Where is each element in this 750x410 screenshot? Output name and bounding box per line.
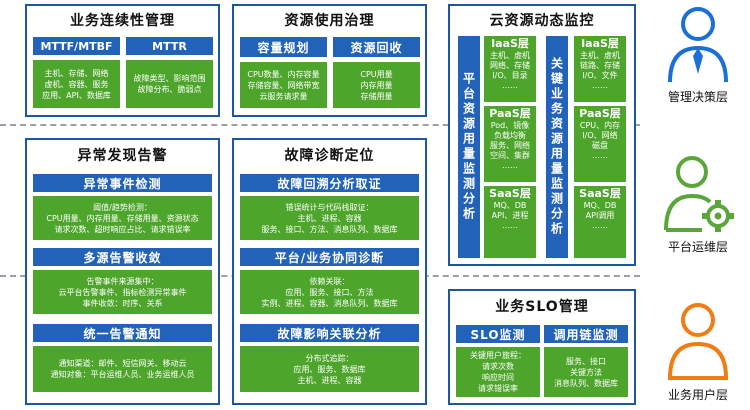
- alert-panel: 异常发现告警 异常事件检测 阈值/趋势检测： CPU用量、内存用量、存储用量、资…: [25, 138, 220, 405]
- diagnosis-panel: 故障诊断定位 故障回溯分析取证 错误统计与代码栈取证： 主机、进程、容器 服务、…: [232, 138, 427, 405]
- anomaly-detection-content: 阈值/趋势检测： CPU用量、内存用量、存储用量、资源状态 请求次数、超时响应占…: [33, 196, 212, 240]
- fault-trace-header: 故障回溯分析取证: [240, 174, 419, 192]
- mttr-header: MTTR: [126, 37, 213, 55]
- user-role: 业务用户层: [650, 296, 746, 408]
- business-continuity-panel: 业务连续性管理 MTTF/MTBF MTTR 主机、存储、网络 虚机、容器、服务…: [25, 4, 220, 117]
- slo-monitor-content: 关键用户旅程： 请求次数 响应时间 请求错误率: [456, 347, 540, 397]
- anomaly-detection-header: 异常事件检测: [33, 174, 212, 192]
- resource-recycle-header: 资源回收: [333, 37, 420, 57]
- panel-title: 业务连续性管理: [70, 13, 175, 29]
- left-paas-box: PaaS层 Pod、镜像 负载均衡 服务、网络 空间、集群 ……: [484, 106, 536, 182]
- fault-trace-content: 错误统计与代码栈取证： 主机、进程、容器 服务、接口、方法、消息队列、数据库: [240, 196, 419, 240]
- unified-notify-content: 通知渠道：邮件、短信网关、移动云 通知对象：平台运维人员、业务运维人员: [33, 346, 212, 392]
- resource-governance-panel: 资源使用治理 容量规划 资源回收 CPU数量、内存容量 存储容量、网络带宽 云服…: [232, 4, 427, 117]
- business-usage-bar: 关键业务资源用量监测分析: [546, 36, 568, 258]
- panel-title: 资源使用治理: [284, 13, 375, 29]
- mttf-content: 主机、存储、网络 虚机、容器、服务 应用、API、数据库: [33, 60, 120, 108]
- impact-analysis-header: 故障影响关联分析: [240, 324, 419, 342]
- unified-notify-header: 统一告警通知: [33, 324, 212, 342]
- right-paas-box: PaaS层 CPU、内存 I/O、网络 磁盘 ……: [574, 106, 626, 182]
- platform-label: 平台运维层: [667, 240, 728, 254]
- user-person-icon: [667, 303, 729, 380]
- trace-monitor-content: 服务、接口 关键方法 消息队列、数据库: [544, 347, 628, 397]
- panel-title: 业务SLO管理: [495, 299, 589, 315]
- collab-diagnosis-content: 依赖关联： 应用、服务、接口、方法 实例、进程、容器、消息队列、数据库: [240, 270, 419, 314]
- right-saas-box: SaaS层 MQ、DB API调用 ……: [574, 186, 626, 258]
- left-saas-box: SaaS层 MQ、DB API、进程 ……: [484, 186, 536, 258]
- left-iaas-box: IaaS层 主机、虚机 网络、存储 I/O、目录 ……: [484, 36, 536, 102]
- mttf-header: MTTF/MTBF: [33, 37, 120, 55]
- platform-usage-bar: 平台资源用量监测分析: [458, 36, 480, 258]
- manager-person-icon: [668, 7, 728, 83]
- user-label: 业务用户层: [667, 388, 728, 402]
- platform-role: 平台运维层: [650, 150, 746, 260]
- management-role: 管理决策层: [650, 2, 746, 112]
- alert-convergence-header: 多源告警收敛: [33, 248, 212, 266]
- alert-convergence-content: 告警事件来源集中： 云平台告警事件、指标检测异常事件 事件收敛：时序、关系: [33, 270, 212, 314]
- cloud-monitor-panel: 云资源动态监控 平台资源用量监测分析 IaaS层 主机、虚机 网络、存储 I/O…: [448, 4, 636, 266]
- management-label: 管理决策层: [667, 90, 728, 104]
- resource-recycle-content: CPU用量 内存用量 存储用量: [333, 62, 420, 108]
- collab-diagnosis-header: 平台/业务协同诊断: [240, 248, 419, 266]
- mttr-content: 故障类型、影响范围 故障分布、脆弱点: [126, 60, 213, 108]
- panel-title: 异常发现告警: [77, 148, 168, 164]
- trace-monitor-header: 调用链监测: [544, 325, 628, 343]
- right-iaas-box: IaaS层 主机、虚机 链路、存储 I/O、文件 ……: [574, 36, 626, 102]
- impact-analysis-content: 分布式追踪： 应用、服务、数据库 主机、进程、容器: [240, 346, 419, 392]
- panel-title: 故障诊断定位: [284, 148, 375, 164]
- panel-title: 云资源动态监控: [489, 13, 595, 29]
- capacity-planning-header: 容量规划: [240, 37, 327, 57]
- slo-panel: 业务SLO管理 SLO监测 调用链监测 关键用户旅程： 请求次数 响应时间 请求…: [448, 289, 636, 405]
- capacity-planning-content: CPU数量、内存容量 存储容量、网络带宽 云服务请求量: [240, 62, 327, 108]
- slo-monitor-header: SLO监测: [456, 325, 540, 343]
- divider-top: [0, 124, 640, 126]
- operator-gear-icon: [664, 156, 734, 232]
